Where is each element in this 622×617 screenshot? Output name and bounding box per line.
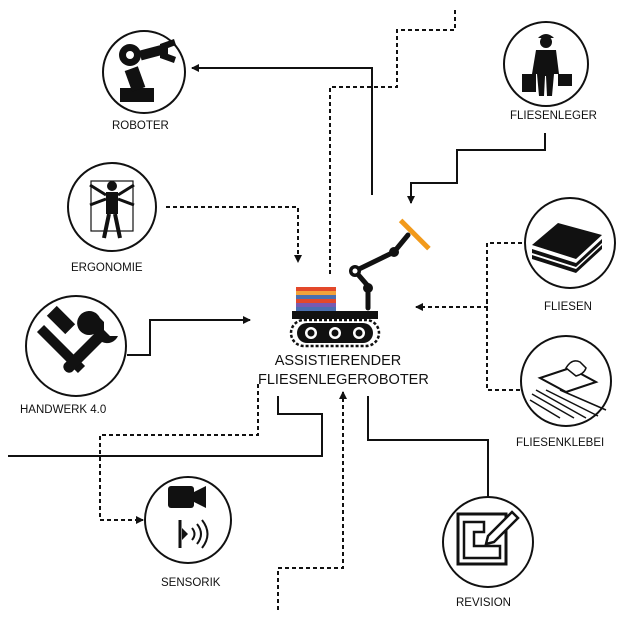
dashed-top xyxy=(329,10,456,275)
label-sensorik: SENSORIK xyxy=(161,577,221,589)
industrial-robot-arm-icon xyxy=(102,30,186,114)
center-label-line2: FLIESENLEGEROBOTER xyxy=(258,372,429,388)
hammer-wrench-icon xyxy=(25,295,127,397)
dashed-sensorik xyxy=(99,384,259,524)
label-ergonomie: ERGONOMIE xyxy=(71,262,143,274)
label-fliesenkleber: FLIESENKLEBEI xyxy=(516,437,605,449)
dashed-bottom xyxy=(277,391,347,610)
tile-robot-icon xyxy=(289,218,431,348)
connector-fliesenleger xyxy=(407,133,546,204)
label-fliesenleger: FLIESENLEGER xyxy=(510,110,597,122)
label-handwerk: HANDWERK 4.0 xyxy=(20,404,107,416)
dashed-fliesenkleber xyxy=(486,300,522,391)
vitruvian-man-icon xyxy=(67,162,157,252)
tile-stack-icon xyxy=(524,197,616,289)
floorplan-pen-icon xyxy=(442,496,534,588)
label-roboter: ROBOTER xyxy=(112,120,169,132)
dashed-connectors xyxy=(99,10,522,610)
connector-left-line xyxy=(8,396,323,457)
connector-handwerk xyxy=(127,316,251,356)
camera-sensor-icon xyxy=(144,476,232,564)
tile-stack-on-robot xyxy=(296,287,336,311)
trowel-adhesive-icon xyxy=(520,335,612,427)
worker-with-toolbox-icon xyxy=(503,21,589,107)
connector-revision xyxy=(367,396,489,497)
dashed-ergonomie xyxy=(166,206,302,263)
connectors xyxy=(8,64,546,497)
center-label: ASSISTIERENDER FLIESENLEGEROBOTER xyxy=(258,352,429,390)
dashed-fliesen xyxy=(415,242,522,311)
label-revision: REVISION xyxy=(456,597,511,609)
label-fliesen: FLIESEN xyxy=(544,301,592,313)
connector-roboter xyxy=(191,64,373,195)
center-label-line1: ASSISTIERENDER xyxy=(274,353,402,369)
